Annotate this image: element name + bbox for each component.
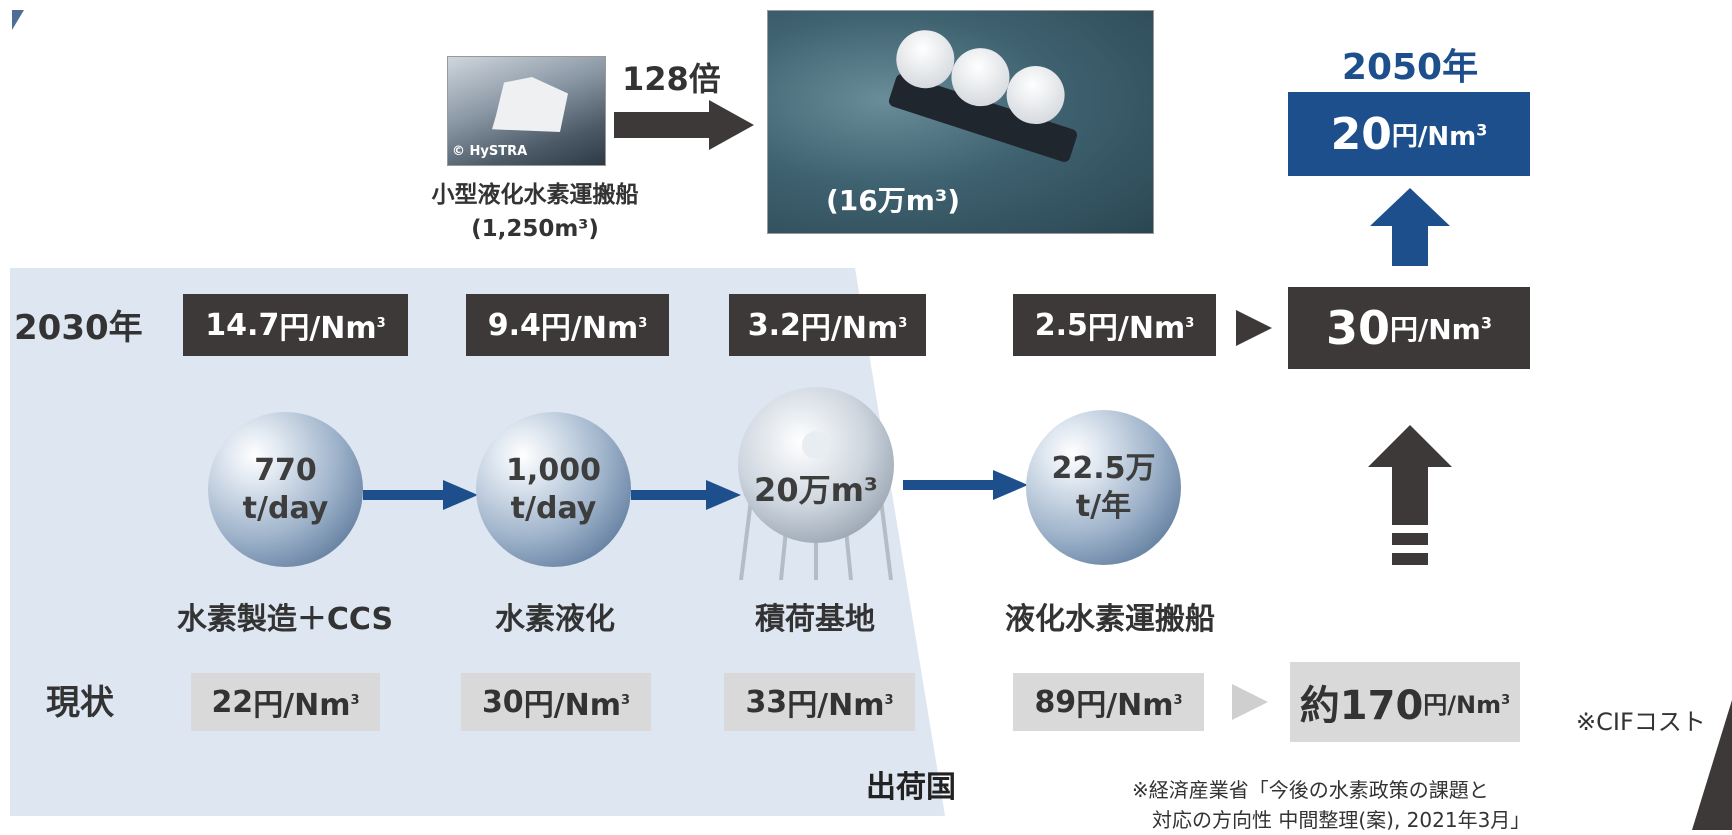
source-note-line1: ※経済産業省「今後の水素政策の課題と [1132, 778, 1489, 802]
small-ship-photo: © HySTRA [447, 56, 606, 166]
flow-arrow-3 [903, 470, 1028, 500]
target-year-2050: 2050年 [1341, 47, 1479, 88]
stage-carrier: 液化水素運搬船 [1005, 602, 1215, 637]
flow-arrow-2 [631, 480, 741, 510]
capacity-terminal: 20万m³ [754, 471, 878, 509]
triangle-arrow-current [1232, 684, 1268, 720]
storage-tank-icon [731, 380, 901, 581]
row-label-current: 現状 [46, 683, 114, 723]
capacity-carrier-circle: 22.5万 t/年 [1026, 410, 1181, 565]
small-ship-caption: 小型液化水素運搬船 (1,250m³) [400, 178, 670, 246]
export-country-label: 出荷国 [866, 770, 956, 805]
row-label-2030: 2030年 [14, 308, 143, 348]
large-ship-caption: (16万m³) [826, 184, 960, 217]
stage-production: 水素製造＋CCS [176, 602, 394, 637]
source-note: ※経済産業省「今後の水素政策の課題と 対応の方向性 中間整理(案), 2021年… [1132, 775, 1530, 835]
stage-terminal: 積荷基地 [755, 602, 875, 637]
large-ship-photo: (16万m³) [767, 10, 1154, 234]
flow-arrow-1 [363, 480, 478, 510]
small-ship-name: 小型液化水素運搬船 [431, 182, 639, 208]
up-arrow-dark [1368, 425, 1452, 575]
corner-accent [12, 10, 24, 30]
photo-credit: © HySTRA [452, 144, 528, 159]
scale-up-arrow [614, 100, 754, 150]
up-arrow-blue [1370, 188, 1450, 266]
capacity-production-circle: 770 t/day [208, 412, 363, 567]
cost-2050-unit: 円/Nm3 [1391, 119, 1488, 152]
corner-accent-bottom [1692, 700, 1732, 834]
cost-2050-value: 20 [1330, 108, 1392, 160]
capacity-ratio-label: 128倍 [622, 60, 721, 98]
stage-liquefaction: 水素液化 [495, 602, 615, 637]
triangle-arrow-2030 [1236, 310, 1272, 346]
capacity-liquefaction-circle: 1,000 t/day [476, 412, 631, 567]
small-ship-shape [492, 77, 568, 132]
cif-cost-note: ※CIFコスト [1576, 708, 1706, 736]
source-note-line2: 対応の方向性 中間整理(案), 2021年3月」 [1152, 808, 1531, 832]
small-ship-capacity: (1,250m³) [471, 216, 599, 242]
